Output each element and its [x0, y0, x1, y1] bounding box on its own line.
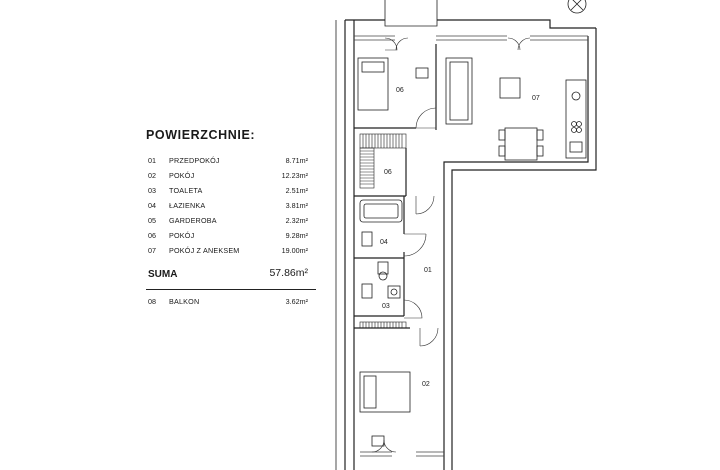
toilet-04 — [377, 261, 389, 275]
legend-row: 01 PRZEDPOKÓJ 8.71m² — [146, 156, 316, 171]
room-label-06-wardrobe: 06 — [384, 169, 392, 176]
legend-row: 06 POKÓJ 9.28m² — [146, 231, 316, 246]
legend-divider — [146, 289, 316, 290]
room-name: BALKON — [169, 297, 200, 306]
washbasin-03 — [361, 283, 373, 299]
dining-table — [504, 127, 538, 161]
coffee-table — [499, 77, 521, 99]
room-name: POKÓJ — [169, 231, 195, 240]
legend-row: 07 POKÓJ Z ANEKSEM 19.00m² — [146, 246, 316, 261]
kitchen-counter — [565, 79, 587, 159]
sum-label: SUMA — [148, 269, 178, 280]
legend-title: POWIERZCHNIE: — [146, 128, 256, 142]
room-label-06: 06 — [396, 87, 404, 94]
room-name: ŁAZIENKA — [169, 201, 206, 210]
room-label-03: 03 — [382, 303, 390, 310]
legend-row: 05 GARDEROBA 2.32m² — [146, 216, 316, 231]
room-number: 02 — [148, 171, 156, 180]
room-name: POKÓJ — [169, 171, 195, 180]
legend-row: 04 ŁAZIENKA 3.81m² — [146, 201, 316, 216]
bed-room-06 — [357, 57, 389, 111]
room-number: 07 — [148, 246, 156, 255]
room-number: 03 — [148, 186, 156, 195]
room-label-01: 01 — [424, 267, 432, 274]
legend-row: 03 TOALETA 2.51m² — [146, 186, 316, 201]
exterior-walls — [335, 0, 597, 470]
balcony-row: 08 BALKON 3.62m² — [146, 297, 316, 312]
sofa — [445, 57, 473, 125]
room-number: 08 — [148, 297, 156, 306]
room-number: 06 — [148, 231, 156, 240]
area-legend: POWIERZCHNIE: 01 PRZEDPOKÓJ 8.71m² 02 PO… — [146, 128, 316, 312]
room-name: PRZEDPOKÓJ — [169, 156, 220, 165]
legend-row: 02 POKÓJ 12.23m² — [146, 171, 316, 186]
room-area: 8.71m² — [285, 156, 308, 165]
room-area: 19.00m² — [281, 246, 308, 255]
room-area: 2.51m² — [285, 186, 308, 195]
room-area: 2.32m² — [285, 216, 308, 225]
toilet-03 — [387, 285, 401, 299]
washbasin-04 — [361, 231, 373, 247]
window-frames — [354, 35, 588, 457]
room-label-02: 02 — [422, 381, 430, 388]
room-area: 9.28m² — [285, 231, 308, 240]
room-name: TOALETA — [169, 186, 203, 195]
compass-icon — [567, 0, 587, 14]
room-area: 12.23m² — [281, 171, 308, 180]
room-number: 04 — [148, 201, 156, 210]
interior-walls — [354, 44, 437, 329]
bathtub — [359, 199, 403, 223]
room-name: GARDEROBA — [169, 216, 217, 225]
room-label-04: 04 — [380, 239, 388, 246]
room-name: POKÓJ Z ANEKSEM — [169, 246, 240, 255]
furniture — [357, 57, 587, 447]
bed-room-02 — [359, 371, 411, 413]
desk-chair-02 — [371, 435, 385, 447]
sum-row: SUMA 57.86m² — [146, 267, 316, 287]
room-number: 01 — [148, 156, 156, 165]
hatched-walls — [359, 133, 407, 329]
room-area: 3.81m² — [285, 201, 308, 210]
doors — [371, 37, 531, 453]
room-area: 3.62m² — [285, 297, 308, 306]
room-number: 05 — [148, 216, 156, 225]
room-label-07: 07 — [532, 95, 540, 102]
desk-chair-06 — [415, 67, 429, 79]
sum-value: 57.86m² — [269, 267, 308, 279]
